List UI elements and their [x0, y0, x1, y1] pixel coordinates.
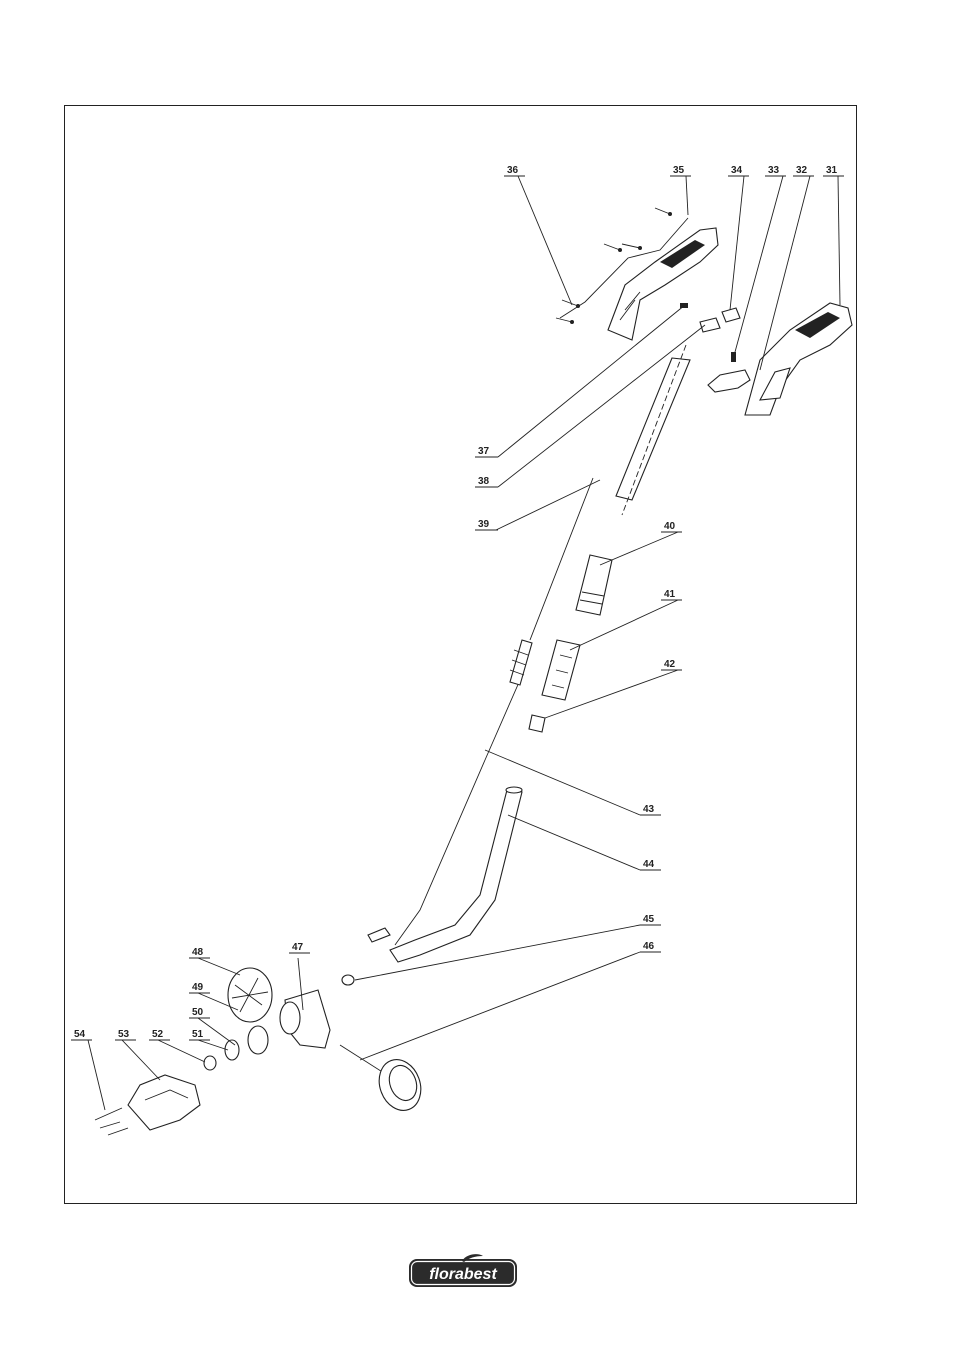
part-52-washer [203, 1055, 217, 1071]
diagram-frame [64, 105, 857, 1204]
part-50-gear [247, 1025, 269, 1055]
part-45-nut [341, 974, 355, 986]
part-42-cap [528, 714, 546, 733]
label-35: 35 [673, 165, 685, 176]
part-46-wheel [339, 1044, 422, 1111]
label-37: 37 [478, 446, 490, 457]
part-40-collar [575, 554, 613, 616]
label-34: 34 [731, 165, 743, 176]
label-39: 39 [478, 519, 490, 530]
label-50: 50 [192, 1007, 204, 1018]
part-35-handle-housing [607, 227, 719, 341]
logo-text: florabest [429, 1266, 497, 1283]
label-53: 53 [118, 1029, 130, 1040]
part-36-screws [555, 207, 689, 324]
part-32-trigger [707, 369, 751, 393]
label-33: 33 [768, 165, 780, 176]
part-53-blade-guard [127, 1074, 201, 1131]
part-54-screws [94, 1107, 129, 1136]
label-44: 44 [643, 859, 655, 870]
part-43-cable [394, 477, 594, 946]
florabest-logo: florabest [409, 1254, 517, 1287]
label-38: 38 [478, 476, 490, 487]
label-42: 42 [664, 659, 676, 670]
label-54: 54 [74, 1029, 86, 1040]
label-36: 36 [507, 165, 519, 176]
part-44-lower-tube [389, 786, 523, 963]
label-40: 40 [664, 521, 676, 532]
label-51: 51 [192, 1029, 204, 1040]
label-46: 46 [643, 941, 655, 952]
label-45: 45 [643, 914, 655, 925]
plug-connector [367, 927, 391, 943]
label-43: 43 [643, 804, 655, 815]
label-32: 32 [796, 165, 808, 176]
part-33-spring [731, 352, 736, 362]
part-38-clip [699, 317, 721, 333]
label-41: 41 [664, 589, 676, 600]
part-51-spring-coil [224, 1039, 240, 1061]
part-31-handle-grip [744, 302, 853, 416]
part-34-switch [721, 307, 741, 323]
label-31: 31 [826, 165, 838, 176]
part-41-sleeve [541, 639, 581, 701]
part-39-upper-tube [615, 344, 691, 516]
leader-lines [87, 175, 841, 1111]
label-52: 52 [152, 1029, 164, 1040]
part-47-gearbox [279, 989, 331, 1049]
label-49: 49 [192, 982, 204, 993]
label-48: 48 [192, 947, 204, 958]
label-47: 47 [292, 942, 304, 953]
part-labels: 31 32 33 34 35 36 37 38 39 40 41 42 43 4… [71, 165, 844, 1041]
part-48-wheel [227, 967, 273, 1023]
